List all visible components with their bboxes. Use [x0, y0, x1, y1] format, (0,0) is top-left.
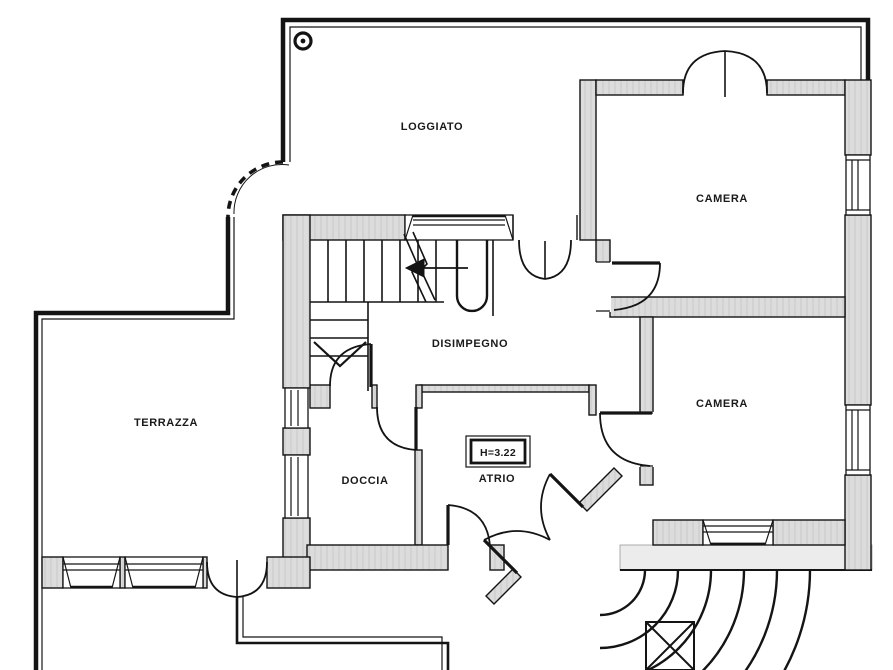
walls — [41, 79, 872, 605]
french-door-terrace — [206, 560, 268, 598]
door-doccia — [376, 406, 418, 451]
entrance-double-door — [482, 472, 585, 575]
door-camera2 — [599, 411, 654, 467]
column-marker — [293, 31, 313, 51]
room-label-camera-1: CAMERA — [696, 193, 748, 205]
french-door-camera1 — [682, 50, 768, 97]
column-center-dot — [300, 38, 306, 44]
window-camera2-south — [702, 519, 774, 546]
stair-arrow-icon — [404, 258, 425, 278]
landing-marker — [645, 621, 695, 670]
entrance-wall-stub-a — [485, 568, 522, 605]
window-disimpegno-north — [404, 214, 514, 241]
room-label-disimpegno: DISIMPEGNO — [432, 338, 508, 350]
window-south-2 — [124, 556, 204, 589]
lower-court-walls — [235, 597, 450, 670]
window-camera2-east — [845, 404, 871, 476]
door-understair — [329, 343, 373, 387]
door-atrio-south — [446, 504, 491, 547]
window-south-1 — [62, 556, 121, 589]
window-terrazza-upper — [284, 387, 309, 429]
room-label-camera-2: CAMERA — [696, 398, 748, 410]
atrio-height-label: H=3.22 — [480, 447, 516, 459]
window-terrazza-lower — [284, 454, 309, 519]
room-label-terrazza: TERRAZZA — [134, 417, 198, 429]
entrance-wall-stub-b — [578, 467, 623, 512]
door-camera1 — [595, 261, 661, 312]
loggiato-parapet — [226, 17, 871, 218]
atrio-height-tag: H=3.22 — [465, 435, 531, 468]
room-label-loggiato: LOGGIATO — [401, 121, 463, 133]
room-labels: LOGGIATO CAMERA CAMERA DISIMPEGNO TERRAZ… — [134, 121, 748, 487]
french-door-disimpegno — [512, 215, 578, 280]
room-label-doccia: DOCCIA — [342, 475, 389, 487]
staircase — [310, 231, 494, 391]
curved-exterior-stair — [599, 569, 812, 670]
windows — [62, 154, 871, 589]
room-label-atrio: ATRIO — [479, 473, 515, 485]
terrazza-parapet — [33, 217, 235, 670]
window-camera1-east — [845, 154, 871, 216]
terrace-band — [619, 544, 873, 571]
